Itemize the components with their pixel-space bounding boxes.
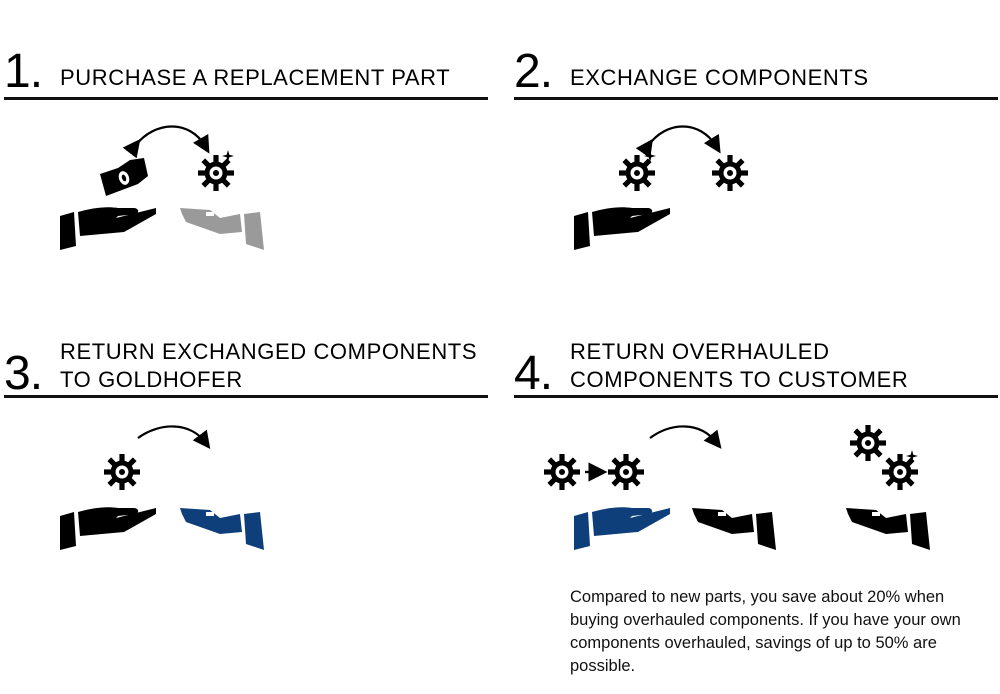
step-title: RETURN OVERHAULED COMPONENTS TO CUSTOMER: [570, 338, 908, 394]
sparkle-icon: [644, 150, 656, 162]
step-title-line: TO GOLDHOFER: [60, 367, 243, 392]
curved-arrow-icon: [649, 425, 722, 449]
step-1-illustration: [60, 125, 264, 250]
hand-receiving-icon: [180, 208, 264, 250]
step-2: 2. EXCHANGE COMPONENTS: [514, 40, 998, 320]
hand-giving-icon: [60, 207, 156, 250]
step-number: 2.: [514, 45, 553, 98]
gear-icon: [198, 155, 234, 191]
gear-icon: [850, 425, 886, 461]
curved-arrow-icon: [137, 425, 211, 450]
step-title: RETURN EXCHANGED COMPONENTS TO GOLDHOFER: [60, 338, 477, 394]
hand-receiving-icon: [692, 508, 776, 550]
step-2-illustration: [574, 125, 748, 250]
divider: [514, 97, 998, 100]
divider: [4, 395, 488, 398]
step-4: 4. RETURN OVERHAULED COMPONENTS TO CUSTO…: [514, 336, 998, 616]
sparkle-icon: [222, 150, 234, 162]
hand-giving-icon: [574, 507, 670, 550]
gear-icon: [712, 155, 748, 191]
step-title: PURCHASE A REPLACEMENT PART: [60, 64, 450, 92]
savings-note: Compared to new parts, you save about 20…: [570, 588, 961, 675]
hand-giving-icon: [60, 507, 156, 550]
step-number: 3.: [4, 347, 43, 400]
step-title-line: EXCHANGE COMPONENTS: [570, 65, 869, 90]
gear-icon: [104, 454, 140, 490]
hand-receiving-icon: [846, 508, 930, 550]
hand-receiving-icon: [180, 508, 264, 550]
step-3-illustration: [60, 425, 264, 550]
step-title-line: RETURN EXCHANGED COMPONENTS: [60, 339, 478, 364]
step-1: 1. PURCHASE A REPLACEMENT PART: [4, 40, 488, 320]
step-title-line: PURCHASE A REPLACEMENT PART: [60, 65, 451, 90]
step-number: 1.: [4, 45, 43, 98]
sparkle-icon: [906, 450, 918, 462]
step-4-illustration: [544, 425, 930, 550]
curved-arrow-icon: [635, 125, 721, 159]
step-title-line: COMPONENTS TO CUSTOMER: [570, 367, 909, 392]
gear-icon: [608, 454, 644, 490]
banknote-icon: [100, 158, 148, 196]
step-number: 4.: [514, 347, 553, 400]
hand-giving-icon: [574, 207, 670, 250]
step-title-line: RETURN OVERHAULED: [570, 339, 830, 364]
gear-icon: [544, 454, 580, 490]
step-3: 3. RETURN EXCHANGED COMPONENTS TO GOLDHO…: [4, 336, 488, 616]
divider: [4, 97, 488, 100]
curved-arrow-icon: [122, 125, 210, 159]
divider: [514, 395, 998, 398]
step-title: EXCHANGE COMPONENTS: [570, 64, 869, 92]
